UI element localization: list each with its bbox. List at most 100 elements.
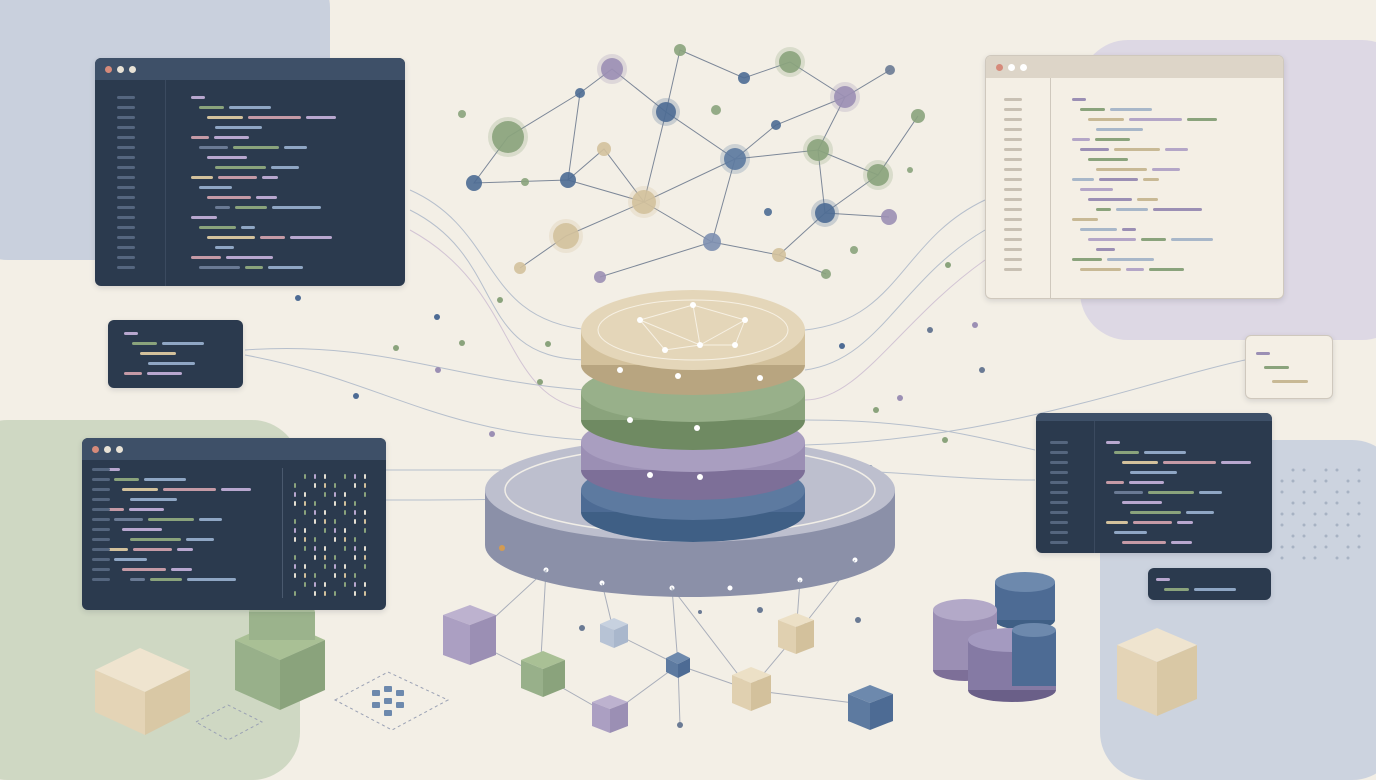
cylinder-storage-icon xyxy=(933,572,1056,702)
binary-mark xyxy=(344,501,346,506)
binary-mark xyxy=(304,528,306,533)
graph-node xyxy=(867,164,889,186)
grid-dot xyxy=(1357,479,1361,483)
code-line xyxy=(245,266,263,269)
graph-node xyxy=(779,51,801,73)
graph-node xyxy=(764,208,772,216)
line-number xyxy=(1004,258,1022,261)
code-line xyxy=(199,106,224,109)
code-line xyxy=(1080,228,1117,231)
window-titlebar xyxy=(986,56,1283,78)
code-line xyxy=(1194,588,1236,591)
code-line xyxy=(207,236,255,239)
binary-mark xyxy=(344,582,346,587)
line-number xyxy=(1004,268,1022,271)
flow-dot xyxy=(434,314,440,320)
code-line xyxy=(215,206,230,209)
line-number xyxy=(117,146,135,149)
code-line xyxy=(1264,366,1289,369)
graph-node xyxy=(674,44,686,56)
grid-dot xyxy=(1324,512,1328,516)
minimize-dot-icon xyxy=(104,446,111,453)
code-line xyxy=(1272,380,1308,383)
graph-node xyxy=(907,167,913,173)
binary-mark xyxy=(294,492,296,497)
maximize-dot-icon xyxy=(1020,64,1027,71)
code-editor-window-bottom-left xyxy=(82,438,386,610)
graph-node xyxy=(597,142,611,156)
binary-mark xyxy=(294,483,296,488)
binary-mark xyxy=(334,528,336,533)
binary-mark xyxy=(354,573,356,578)
code-line xyxy=(1072,178,1094,181)
code-line xyxy=(1143,178,1159,181)
grid-dot xyxy=(1324,501,1328,505)
code-line xyxy=(114,478,139,481)
code-line xyxy=(1144,451,1186,454)
line-number xyxy=(117,156,135,159)
binary-mark xyxy=(324,510,326,515)
grid-dot xyxy=(1291,479,1295,483)
grid-dot xyxy=(1302,556,1306,560)
line-number xyxy=(1004,248,1022,251)
code-line xyxy=(1156,578,1170,581)
flow-dot xyxy=(497,297,503,303)
binary-mark xyxy=(314,537,316,542)
binary-mark xyxy=(334,492,336,497)
code-line xyxy=(1099,178,1138,181)
binary-mark xyxy=(324,555,326,560)
line-number xyxy=(92,538,110,541)
binary-mark xyxy=(354,474,356,479)
code-line xyxy=(124,372,142,375)
binary-mark xyxy=(314,591,316,596)
code-line xyxy=(1165,148,1188,151)
grid-dot xyxy=(1335,556,1339,560)
grid-dot xyxy=(1346,479,1350,483)
code-line xyxy=(1163,461,1216,464)
code-line xyxy=(114,558,147,561)
code-line xyxy=(215,126,262,129)
grid-dot xyxy=(1302,490,1306,494)
line-number xyxy=(1004,188,1022,191)
grid-dot xyxy=(1313,512,1317,516)
binary-mark xyxy=(324,546,326,551)
code-line xyxy=(191,136,209,139)
code-line xyxy=(1256,352,1270,355)
code-line xyxy=(150,578,182,581)
line-number xyxy=(1004,98,1022,101)
line-number xyxy=(117,126,135,129)
code-line xyxy=(229,106,271,109)
binary-mark xyxy=(324,474,326,479)
code-line xyxy=(221,488,251,491)
line-number xyxy=(117,96,135,99)
line-number xyxy=(1004,128,1022,131)
binary-mark xyxy=(294,528,296,533)
code-line xyxy=(1122,501,1162,504)
binary-mark xyxy=(294,537,296,542)
code-line xyxy=(241,226,255,229)
code-line xyxy=(207,116,243,119)
binary-mark xyxy=(334,519,336,524)
graph-node xyxy=(632,190,656,214)
grid-dot xyxy=(1291,545,1295,549)
flow-dot xyxy=(459,340,465,346)
code-line xyxy=(1080,268,1121,271)
snippet-card-right xyxy=(1245,335,1333,399)
code-line xyxy=(1177,521,1193,524)
flow-dot xyxy=(489,431,495,437)
code-line xyxy=(1186,511,1214,514)
code-line xyxy=(1072,218,1098,221)
flow-dot xyxy=(897,395,903,401)
code-line xyxy=(1095,138,1130,141)
graph-node xyxy=(711,105,721,115)
code-line xyxy=(1114,451,1139,454)
code-line xyxy=(271,166,299,169)
code-line xyxy=(191,216,217,219)
binary-mark xyxy=(304,510,306,515)
binary-mark xyxy=(334,573,336,578)
flow-dot xyxy=(873,407,879,413)
line-number xyxy=(1004,158,1022,161)
graph-node xyxy=(553,223,579,249)
flow-dot xyxy=(435,367,441,373)
code-line xyxy=(1149,268,1184,271)
